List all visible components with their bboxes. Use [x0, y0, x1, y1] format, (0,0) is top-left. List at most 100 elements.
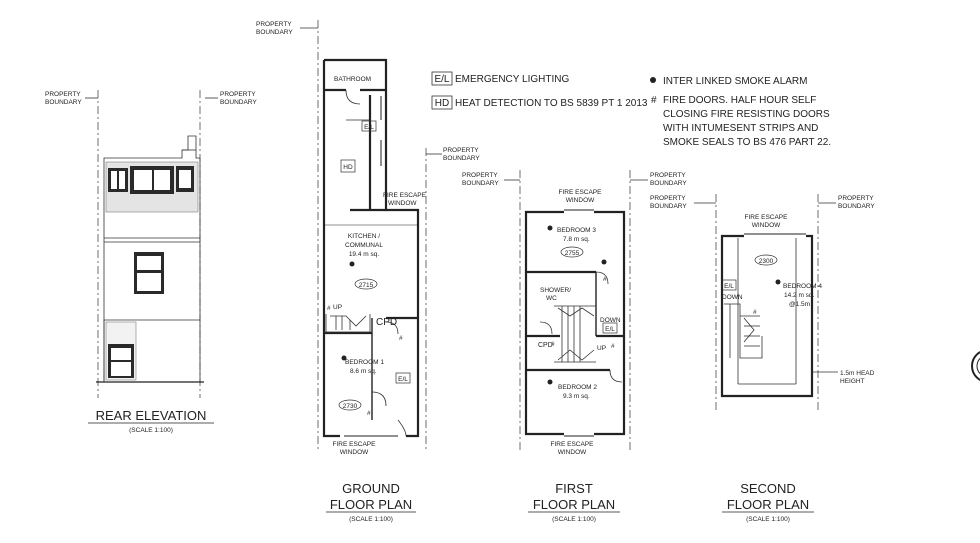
rear-elevation: PROPERTY BOUNDARY PROPERTY BOUNDARY — [45, 90, 257, 434]
room-note-bedroom-4: @1.5m — [789, 301, 810, 308]
room-area-bedroom-2: 9.3 m sq. — [563, 393, 590, 400]
fire-doors-line-3: WITH INTUMESENT STRIPS AND — [663, 123, 818, 134]
smoke-alarm-icon — [349, 261, 355, 267]
fire-door-hash-icon: # — [603, 276, 607, 283]
boundary-label: BOUNDARY — [220, 99, 257, 106]
rear-elevation-title: REAR ELEVATION — [96, 408, 207, 423]
ceiling-height-marker: 2755 — [565, 250, 580, 257]
room-label-bedroom-3: BEDROOM 3 — [557, 227, 596, 234]
first-floor-title: FIRST — [555, 481, 593, 496]
el-marker: E/L — [724, 283, 734, 290]
hd-legend-box — [431, 95, 453, 110]
stair-up-label: UP — [333, 304, 342, 311]
el-legend-text: EMERGENCY LIGHTING — [455, 74, 569, 85]
boundary-label: PROPERTY — [45, 91, 81, 98]
ceiling-height-marker: 2730 — [343, 403, 358, 410]
room-label-bathroom: BATHROOM — [334, 76, 371, 83]
fire-escape-window-label: FIRE ESCAPE — [383, 192, 427, 199]
boundary-label: PROPERTY — [443, 147, 479, 154]
el-marker: E/L — [605, 326, 615, 333]
fire-door-hash-icon: # — [753, 309, 757, 316]
boundary-label: PROPERTY — [462, 172, 498, 179]
room-label-bedroom-4: BEDROOM 4 — [783, 283, 822, 290]
first-floor-title: FLOOR PLAN — [533, 497, 615, 512]
stair-down-label: DOWN — [722, 294, 743, 301]
room-label-kitchen: KITCHEN / — [348, 233, 380, 240]
fire-door-hash-icon: # — [367, 410, 371, 417]
smoke-alarm-icon — [341, 355, 347, 361]
smoke-alarm-icon — [601, 259, 607, 265]
north-arrow-icon — [971, 351, 980, 381]
rear-elevation-scale: (SCALE 1:100) — [129, 427, 173, 434]
boundary-label: BOUNDARY — [838, 203, 875, 210]
fire-escape-window-label: WINDOW — [558, 449, 587, 456]
boundary-label: BOUNDARY — [443, 155, 480, 162]
ground-floor-title: FLOOR PLAN — [330, 497, 412, 512]
smoke-alarm-icon — [547, 379, 553, 385]
fire-doors-line-1: FIRE DOORS. HALF HOUR SELF — [663, 95, 816, 106]
hd-legend-text: HEAT DETECTION TO BS 5839 PT 1 2013 — [455, 98, 648, 109]
boundary-label: PROPERTY — [650, 172, 686, 179]
cpd-label: CPD — [376, 317, 397, 328]
stair-down-label: DOWN — [600, 317, 621, 324]
boundary-label: BOUNDARY — [462, 180, 499, 187]
fire-door-hash-icon: # — [651, 95, 657, 106]
boundary-label: BOUNDARY — [650, 203, 687, 210]
head-height-label: HEIGHT — [840, 378, 865, 385]
fire-escape-window-label: WINDOW — [388, 200, 417, 207]
second-floor-plan: PROPERTY BOUNDARY PROPERTY BOUNDARY FIRE… — [650, 194, 875, 523]
second-floor-title: FLOOR PLAN — [727, 497, 809, 512]
ground-floor-title: GROUND — [342, 481, 400, 496]
legend: E/L EMERGENCY LIGHTING HD HEAT DETECTION… — [431, 71, 831, 148]
room-area-bedroom-3: 7.8 m sq. — [563, 236, 590, 243]
fire-escape-window-label: WINDOW — [752, 222, 781, 229]
ceiling-height-marker: 2715 — [359, 282, 374, 289]
fire-door-hash-icon: # — [399, 335, 403, 342]
room-area-bedroom-1: 8.6 m sq. — [350, 368, 377, 375]
el-marker: E/L — [364, 124, 374, 131]
boundary-label: BOUNDARY — [650, 180, 687, 187]
fire-door-hash-icon: # — [327, 305, 331, 312]
fire-door-hash-icon: # — [551, 341, 555, 348]
room-label-bedroom-2: BEDROOM 2 — [558, 384, 597, 391]
fire-escape-window-label: FIRE ESCAPE — [559, 189, 603, 196]
boundary-label: PROPERTY — [256, 21, 292, 28]
smoke-legend-text: INTER LINKED SMOKE ALARM — [663, 76, 807, 87]
fire-escape-window-label: FIRE ESCAPE — [333, 441, 377, 448]
el-legend-code: E/L — [434, 74, 449, 85]
stair-up-label: UP — [597, 345, 606, 352]
smoke-alarm-icon — [547, 225, 553, 231]
fire-escape-window-label: WINDOW — [566, 197, 595, 204]
fire-doors-line-2: CLOSING FIRE RESISTING DOORS — [663, 109, 830, 120]
room-label-shower: WC — [546, 295, 557, 302]
head-height-label: 1.5m HEAD — [840, 370, 875, 377]
fire-escape-window-label: FIRE ESCAPE — [745, 214, 789, 221]
second-floor-title: SECOND — [740, 481, 796, 496]
fire-escape-window-label: WINDOW — [340, 449, 369, 456]
boundary-label: BOUNDARY — [256, 29, 293, 36]
room-label-kitchen: COMMUNAL — [345, 242, 383, 249]
boundary-label: BOUNDARY — [45, 99, 82, 106]
boundary-label: PROPERTY — [220, 91, 256, 98]
fire-door-hash-icon: # — [611, 343, 615, 350]
ground-floor-scale: (SCALE 1:100) — [349, 516, 393, 523]
smoke-alarm-icon — [650, 77, 656, 83]
room-area-bedroom-4: 14.2 m sq. — [784, 292, 815, 299]
hd-marker: HD — [343, 164, 353, 171]
room-label-bedroom-1: BEDROOM 1 — [345, 359, 384, 366]
ceiling-height-marker: 2300 — [759, 258, 774, 265]
room-area-kitchen: 19.4 m sq. — [349, 251, 380, 258]
first-floor-plan: PROPERTY BOUNDARY PROPERTY BOUNDARY FIRE… — [462, 170, 687, 523]
hd-legend-code: HD — [435, 98, 449, 109]
boundary-label: PROPERTY — [650, 195, 686, 202]
first-floor-scale: (SCALE 1:100) — [552, 516, 596, 523]
smoke-alarm-icon — [775, 279, 781, 285]
second-floor-scale: (SCALE 1:100) — [746, 516, 790, 523]
el-legend-box — [431, 71, 453, 86]
room-label-shower: SHOWER/ — [540, 287, 571, 294]
boundary-label: PROPERTY — [838, 195, 874, 202]
el-marker: E/L — [398, 376, 408, 383]
ground-floor-plan: PROPERTY BOUNDARY PROPERTY BOUNDARY — [256, 20, 480, 523]
fire-doors-line-4: SMOKE SEALS TO BS 476 PART 22. — [663, 137, 831, 148]
cpd-label: CPD — [538, 342, 553, 349]
